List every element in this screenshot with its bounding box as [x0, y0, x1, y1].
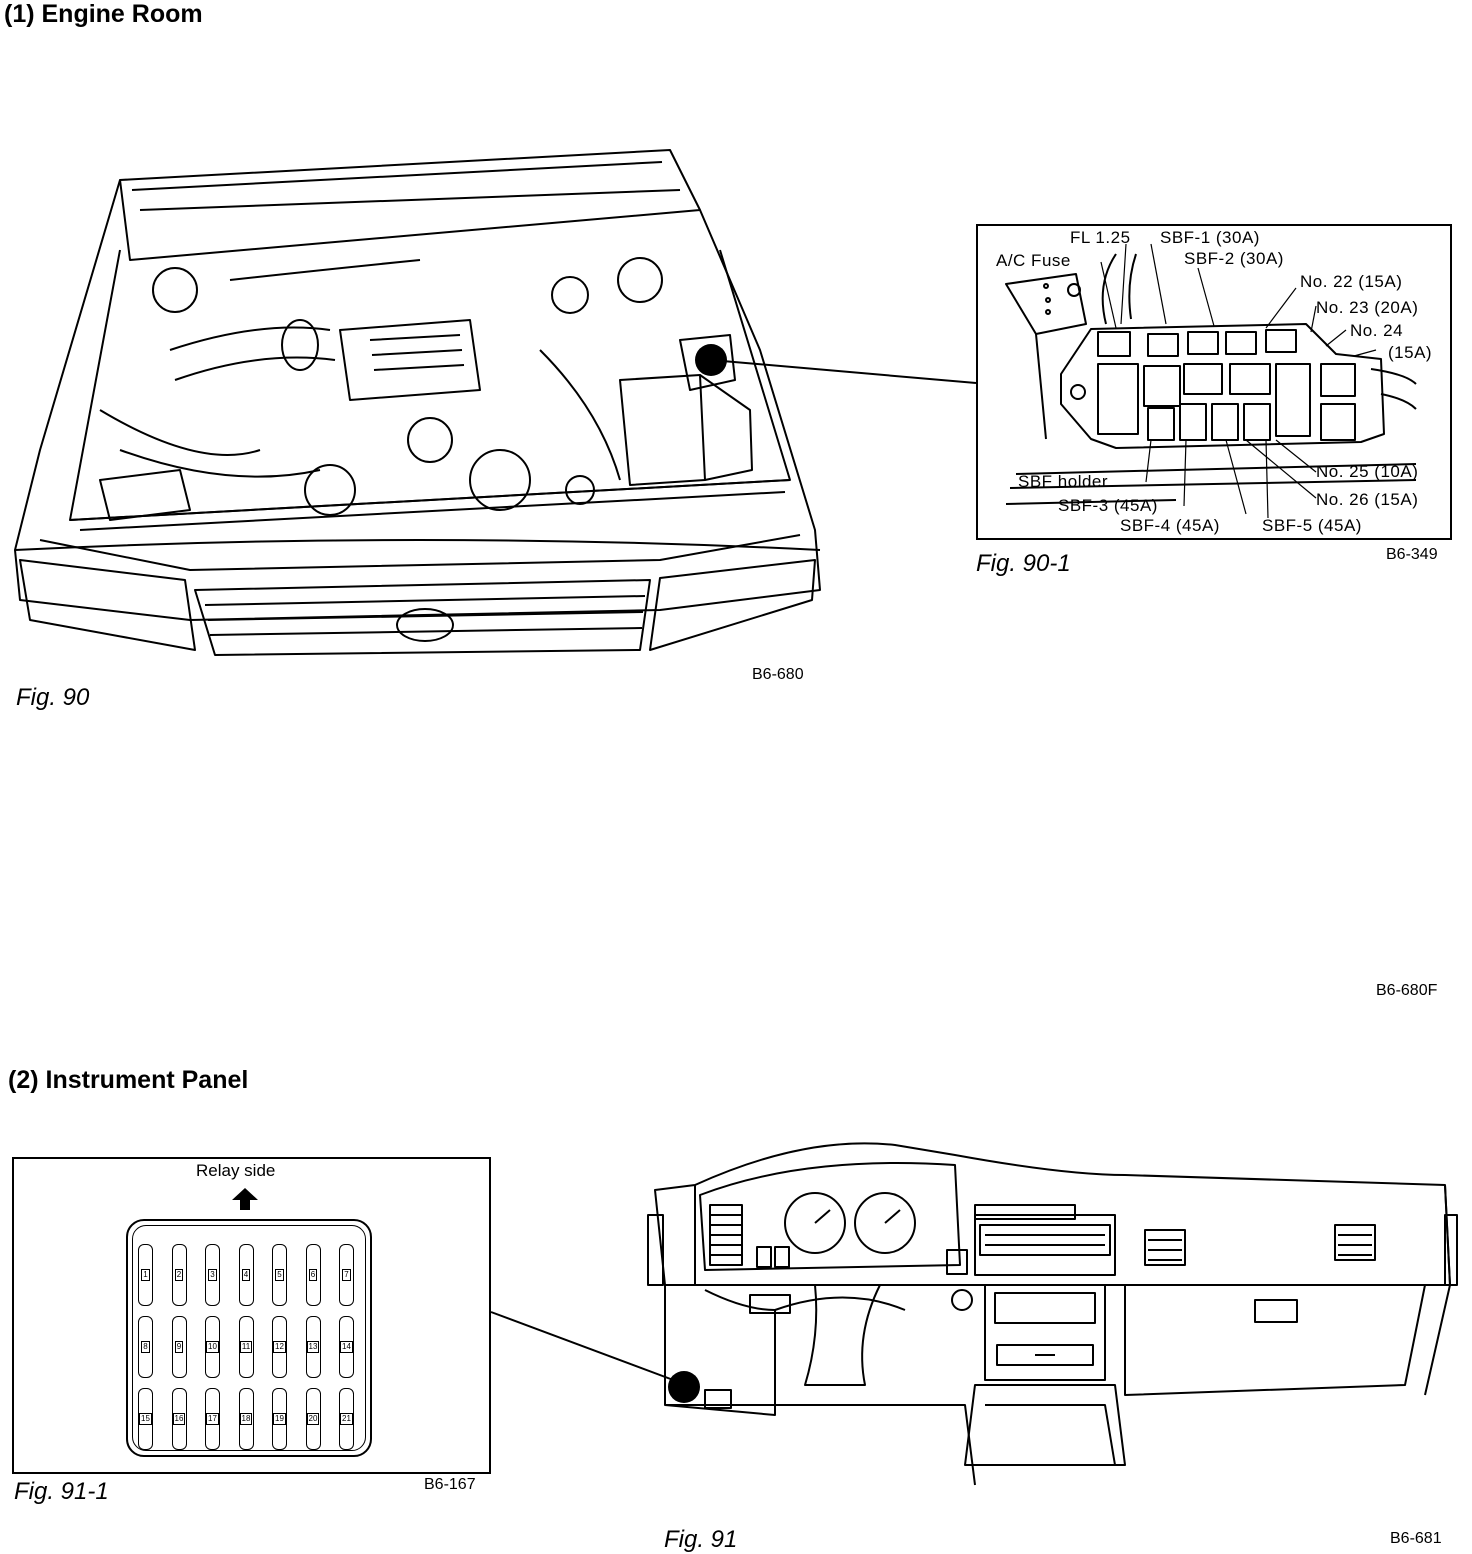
label-sbf5: SBF-5 (45A)	[1262, 516, 1362, 535]
label-sbf2: SBF-2 (30A)	[1184, 249, 1284, 268]
engine-room-illustration	[14, 149, 821, 656]
fuse-slot: 21	[339, 1388, 354, 1450]
fuse-number: 9	[174, 1341, 184, 1353]
fig91-code: B6-681	[1390, 1530, 1442, 1547]
fuse-slot: 1	[138, 1244, 153, 1306]
fig91-1-code: B6-167	[424, 1476, 476, 1493]
fig90-code: B6-680	[752, 666, 804, 683]
fuse-slot: 13	[305, 1316, 321, 1378]
label-no26: No. 26 (15A)	[1316, 490, 1419, 509]
fig90-1-code: B6-349	[1386, 546, 1438, 563]
fuse-slot: 9	[171, 1316, 187, 1378]
fuse-slot: 10	[205, 1316, 220, 1378]
fig90-1-frame	[976, 224, 1452, 540]
instrument-panel-illustration	[647, 1142, 1458, 1486]
fuse-number: 5	[275, 1269, 284, 1281]
relay-side-label: Relay side	[196, 1161, 276, 1180]
fuse-slot: 18	[238, 1388, 254, 1450]
section-1-code: B6-680F	[1376, 982, 1438, 999]
fuse-slot: 16	[171, 1388, 187, 1450]
fuse-slot: 2	[171, 1244, 187, 1306]
fuse-panel-inner	[132, 1225, 366, 1451]
fuse-slot: 6	[305, 1244, 321, 1306]
fig91-1-caption: Fig. 91-1	[14, 1478, 109, 1505]
label-no24-amp: (15A)	[1388, 343, 1433, 362]
fuse-slot: 20	[305, 1388, 321, 1450]
label-sbf4: SBF-4 (45A)	[1120, 516, 1220, 535]
fuse-number: 1	[141, 1269, 150, 1281]
fuse-box-illustration	[1005, 243, 1417, 519]
fuse-slot: 8	[138, 1316, 153, 1378]
fuse-number: 21	[340, 1413, 353, 1425]
fuse-number: 20	[306, 1413, 320, 1425]
fuse-slot: 15	[138, 1388, 153, 1450]
fuse-slot: 17	[205, 1388, 220, 1450]
label-no23: No. 23 (20A)	[1316, 298, 1419, 317]
fuse-slot: 14	[339, 1316, 354, 1378]
label-ac-fuse: A/C Fuse	[996, 251, 1071, 270]
label-no24: No. 24	[1350, 321, 1404, 340]
fuse-slot: 7	[339, 1244, 354, 1306]
label-sbf-holder: SBF holder	[1018, 472, 1109, 491]
fuse-number: 6	[308, 1269, 318, 1281]
fuse-number: 15	[139, 1413, 152, 1425]
fuse-number: 19	[273, 1413, 286, 1425]
fuse-number: 13	[306, 1341, 320, 1353]
fuse-number: 4	[241, 1269, 251, 1281]
fuse-slot: 12	[272, 1316, 287, 1378]
label-no22: No. 22 (15A)	[1300, 272, 1403, 291]
fig90-caption: Fig. 90	[16, 684, 90, 711]
fuse-panel	[126, 1219, 372, 1457]
fuse-slot: 11	[238, 1316, 254, 1378]
label-no25: No. 25 (10A)	[1316, 462, 1419, 481]
arrow-up-icon	[232, 1188, 258, 1210]
fuse-number: 2	[174, 1269, 184, 1281]
label-fl125: FL 1.25	[1070, 228, 1131, 247]
fig91-caption: Fig. 91	[664, 1526, 738, 1553]
fuse-number: 11	[239, 1341, 253, 1353]
fig90-1-caption: Fig. 90-1	[976, 550, 1071, 577]
fuse-number: 14	[340, 1341, 353, 1353]
label-sbf3: SBF-3 (45A)	[1058, 496, 1158, 515]
fuse-slot: 4	[238, 1244, 254, 1306]
fuse-number: 8	[141, 1341, 150, 1353]
section-1-heading: (1) Engine Room	[4, 0, 203, 28]
fuse-slot: 19	[272, 1388, 287, 1450]
fuse-number: 16	[172, 1413, 186, 1425]
fuse-number: 7	[342, 1269, 351, 1281]
fig91-1-frame	[12, 1157, 491, 1474]
section-2-heading: (2) Instrument Panel	[8, 1066, 249, 1094]
label-sbf1: SBF-1 (30A)	[1160, 228, 1260, 247]
fuse-number: 18	[239, 1413, 253, 1425]
fuse-slot: 5	[272, 1244, 287, 1306]
fuse-slot: 3	[205, 1244, 220, 1306]
fuse-number: 17	[206, 1413, 219, 1425]
fuse-number: 12	[273, 1341, 286, 1353]
fuse-number: 3	[208, 1269, 217, 1281]
fuse-number: 10	[206, 1341, 219, 1353]
